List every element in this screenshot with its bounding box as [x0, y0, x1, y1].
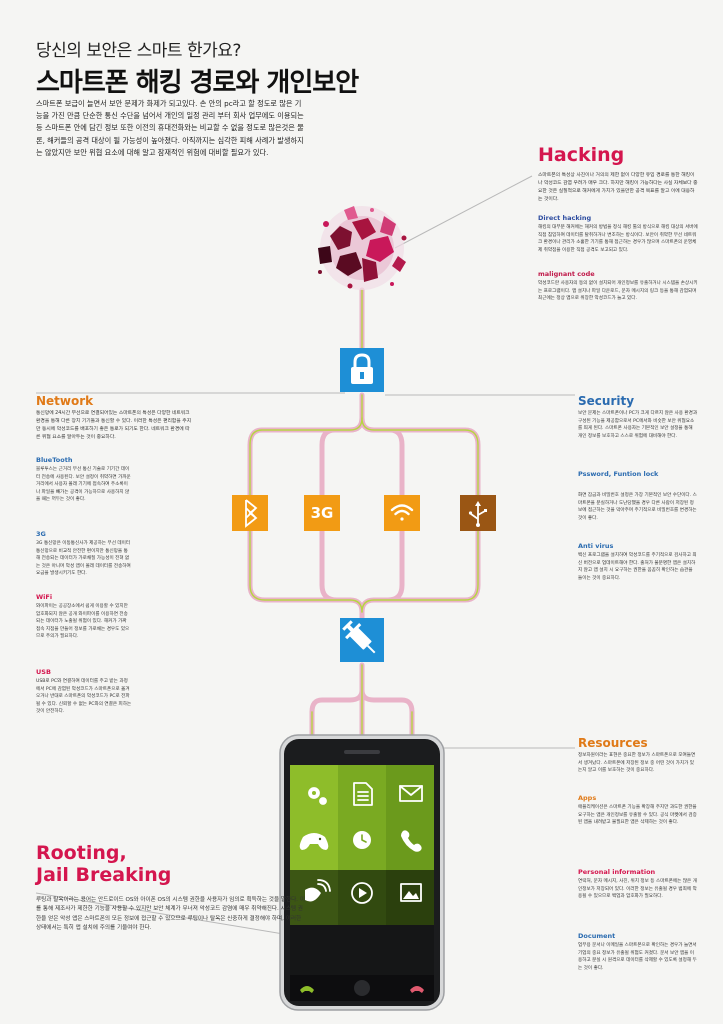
apps-title: Apps	[578, 794, 597, 802]
usb-node	[460, 495, 496, 531]
hacking-title: Hacking	[538, 144, 625, 166]
page-subtitle: 당신의 보안은 스마트 한가요?	[36, 41, 241, 61]
direct-hacking-text: 해킹의 대부분 해커에는 해커의 방법을 정식 해킹 툴의 방식으로 해킹 대상…	[538, 225, 698, 253]
bluetooth-title: BlueTooth	[36, 456, 73, 464]
gamepad-icon	[299, 833, 329, 850]
3g-text: 3G 통신망은 이동통신사가 제공하는 무선 데이터 통신망으로 비교적 안전한…	[36, 541, 131, 577]
malignant-code-text: 악성코드란 사용자의 동의 없이 설치되어 개인정보를 유출하거나 시스템을 손…	[538, 281, 698, 302]
end-call-icon	[410, 986, 424, 993]
password-lock-text: 화면 잠금과 비밀번호 설정은 가장 기본적인 보안 수단이다. 스마트폰을 분…	[578, 493, 697, 521]
network-text: 통신망에 24시간 무선으로 연결되어있는 스마트폰의 특성은 다양한 네트워크…	[36, 411, 192, 440]
usb-icon	[468, 501, 487, 527]
hacking-connector-line	[394, 175, 533, 249]
wifi-title: WiFi	[36, 593, 53, 601]
bluetooth-node	[232, 495, 268, 531]
rooting-title-line1: Rooting,	[36, 842, 127, 864]
document-icon	[353, 782, 373, 806]
intro-text: 스마트폰 보급이 늘면서 보안 문제가 화제가 되고있다. 손 안의 pc라고 …	[36, 99, 304, 157]
personal-info-title: Personal information	[578, 868, 656, 876]
document-text: 업무용 문서나 이메일을 스마트폰으로 확인하는 경우가 늘면서 기업의 중요 …	[578, 943, 697, 971]
syringe-icon	[342, 620, 376, 654]
direct-hacking-title: Direct hacking	[538, 214, 592, 222]
3g-label: 3G	[310, 504, 334, 522]
syringe-node	[340, 618, 384, 662]
resources-title: Resources	[578, 736, 648, 750]
page-title: 스마트폰 해킹 경로와 개인보안	[36, 68, 359, 98]
wifi-icon	[390, 504, 414, 521]
antivirus-text: 백신 프로그램을 설치하여 악성코드를 주기적으로 검사하고 최신 버전으로 업…	[578, 553, 697, 581]
lock-node	[340, 348, 384, 392]
lock-icon	[351, 353, 373, 384]
clock-icon	[353, 831, 371, 849]
rooting-title-line2: Jail Breaking	[36, 864, 172, 886]
usb-text: USB로 PC와 연결하여 데이터를 주고 받는 과정에서 PC에 감염된 악성…	[36, 679, 132, 715]
answer-call-icon	[300, 986, 314, 993]
smartphone-graphic	[279, 734, 445, 1011]
satellite-icon	[305, 879, 331, 902]
malignant-code-title: malignant code	[538, 270, 595, 278]
bluetooth-icon	[245, 499, 258, 528]
usb-title: USB	[36, 668, 51, 676]
rooting-text: 루팅과 탈옥이라는 용어는 안드로이드 OS와 아이폰 OS의 시스템 권한을 …	[36, 897, 306, 932]
document-title: Document	[578, 932, 616, 940]
personal-info-text: 연락처, 문자 메시지, 사진, 위치 정보 등 스마트폰에는 많은 개인정보가…	[578, 879, 697, 900]
wifi-text: 와이파이는 공공장소에서 쉽게 이용할 수 있지만 암호화되지 않은 공개 와이…	[36, 604, 130, 640]
security-text: 보안 문제는 스마트폰이나 PC가 크게 다르지 않은 사용 환경과 구성된 기…	[578, 411, 698, 439]
bluetooth-text: 블루투스는 근거리 무선 통신 기술로 기기간 데이터 전송에 사용된다. 보안…	[36, 467, 131, 503]
antivirus-title: Anti virus	[578, 542, 614, 550]
security-title: Security	[578, 394, 635, 408]
3g-node: 3G	[304, 495, 340, 531]
hacking-text: 스마트폰의 특성상 사진이나 거의의 제한 없이 다양한 유입 경로를 통한 해…	[538, 173, 698, 202]
network-title: Network	[36, 394, 94, 408]
phone-call-icon	[401, 830, 422, 852]
password-lock-title: Pssword, Funtion lock	[578, 470, 659, 478]
mail-icon	[399, 785, 423, 802]
apps-text: 애플리케이션은 스마트폰 기능을 확장해 주지만 과도한 권한을 요구하는 앱은…	[578, 805, 697, 826]
rooting-title: Rooting, Jail Breaking	[36, 842, 171, 886]
resources-text: 정보자원이라는 표현은 중요한 정보가 스마트폰으로 모여들면서 생겨났다. 스…	[578, 753, 696, 774]
play-icon	[351, 882, 373, 904]
pipe-network	[247, 287, 481, 763]
wifi-node	[384, 495, 420, 531]
gear-icon	[308, 787, 327, 805]
image-icon	[400, 883, 422, 902]
3g-title: 3G	[36, 530, 46, 538]
hacking-sphere-graphic	[318, 206, 407, 290]
